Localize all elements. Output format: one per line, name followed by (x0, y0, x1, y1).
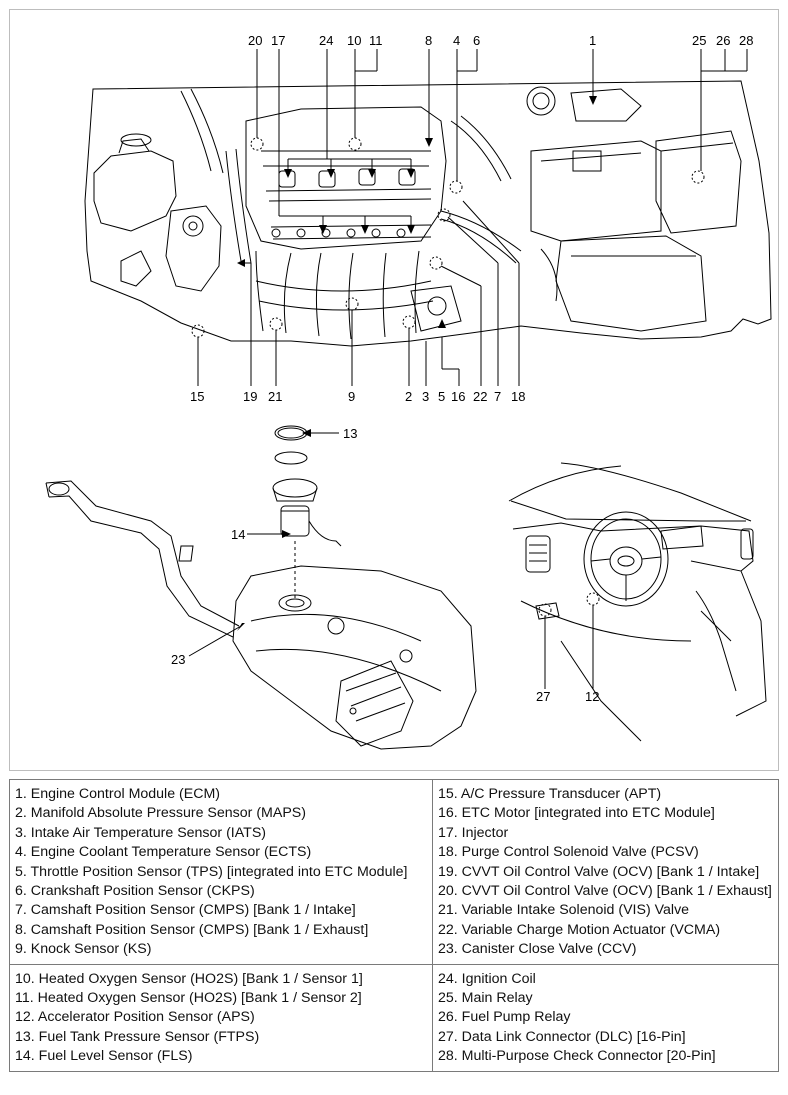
callout-4: 4 (453, 33, 460, 48)
callout-25: 25 (692, 33, 706, 48)
legend-item-25: 25. Main Relay (438, 990, 533, 1007)
callout-24: 24 (319, 33, 333, 48)
legend-item-17: 17. Injector (438, 824, 509, 841)
legend-column-right-lower: 24. Ignition Coil 25. Main Relay 26. Fue… (432, 963, 779, 1072)
legend-item-15: 15. A/C Pressure Transducer (APT) (438, 786, 662, 802)
legend-item-2: 2. Manifold Absolute Pressure Sensor (MA… (15, 805, 306, 822)
legend-column-left-lower: 10. Heated Oxygen Sensor (HO2S) [Bank 1 … (9, 963, 433, 1072)
legend-item-1: 1. Engine Control Module (ECM) (15, 786, 221, 802)
callout-18: 18 (511, 389, 525, 404)
legend-item-10: 10. Heated Oxygen Sensor (HO2S) [Bank 1 … (15, 970, 363, 987)
callout-17: 17 (271, 33, 285, 48)
legend-item-3: 3. Intake Air Temperature Sensor (IATS) (15, 824, 267, 841)
callout-labels: 20 17 24 10 11 8 4 6 1 25 26 28 15 19 21… (171, 33, 753, 704)
callout-15: 15 (190, 389, 204, 404)
legend-item-4: 4. Engine Coolant Temperature Sensor (EC… (15, 844, 312, 861)
component-location-figure: 20 17 24 10 11 8 4 6 1 25 26 28 15 19 21… (9, 9, 779, 771)
callout-14: 14 (231, 527, 245, 542)
callout-16: 16 (451, 389, 465, 404)
callout-19: 19 (243, 389, 257, 404)
callout-2: 2 (405, 389, 412, 404)
callout-23: 23 (171, 652, 185, 667)
legend-item-20: 20. CVVT Oil Control Valve (OCV) [Bank 1… (438, 883, 772, 900)
callout-21: 21 (268, 389, 282, 404)
callout-7: 7 (494, 389, 501, 404)
legend-item-13: 13. Fuel Tank Pressure Sensor (FTPS) (15, 1028, 260, 1045)
legend-item-19: 19. CVVT Oil Control Valve (OCV) [Bank 1… (438, 863, 760, 880)
legend-item-5: 5. Throttle Position Sensor (TPS) [integ… (15, 863, 408, 880)
legend-item-8: 8. Camshaft Position Sensor (CMPS) [Bank… (15, 921, 369, 938)
legend-item-26: 26. Fuel Pump Relay (438, 1009, 571, 1026)
legend-table: 1. Engine Control Module (ECM) 2. Manifo… (9, 779, 779, 1072)
cockpit-illustration (508, 462, 767, 742)
callout-9: 9 (348, 389, 355, 404)
legend-item-14: 14. Fuel Level Sensor (FLS) (15, 1048, 193, 1065)
leader-lines (188, 49, 748, 689)
callout-3: 3 (422, 389, 429, 404)
legend-item-22: 22. Variable Charge Motion Actuator (VCM… (438, 921, 721, 938)
legend-item-6: 6. Crankshaft Position Sensor (CKPS) (15, 883, 255, 900)
legend-column-left: 1. Engine Control Module (ECM) 2. Manifo… (9, 779, 433, 965)
callout-13: 13 (343, 426, 357, 441)
legend-column-right: 15. A/C Pressure Transducer (APT) 16. ET… (432, 779, 779, 965)
callout-8: 8 (425, 33, 432, 48)
engine-bay-illustration (84, 80, 772, 347)
legend-item-12: 12. Accelerator Position Sensor (APS) (15, 1009, 255, 1026)
callout-11: 11 (369, 33, 383, 48)
legend-item-16: 16. ETC Motor [integrated into ETC Modul… (438, 805, 715, 822)
callout-28: 28 (739, 33, 753, 48)
legend-item-18: 18. Purge Control Solenoid Valve (PCSV) (438, 844, 699, 861)
callout-26: 26 (716, 33, 730, 48)
callout-10: 10 (347, 33, 361, 48)
arrowheads (237, 96, 597, 631)
legend-item-23: 23. Canister Close Valve (CCV) (438, 941, 637, 958)
sensor-markers (191, 137, 705, 617)
callout-12: 12 (585, 689, 599, 704)
callout-22: 22 (473, 389, 487, 404)
legend-item-7: 7. Camshaft Position Sensor (CMPS) [Bank… (15, 902, 356, 919)
legend-item-24: 24. Ignition Coil (438, 970, 536, 987)
legend-item-9: 9. Knock Sensor (KS) (15, 941, 152, 958)
fuel-system-illustration (45, 425, 477, 750)
legend-item-27: 27. Data Link Connector (DLC) [16-Pin] (438, 1028, 686, 1045)
callout-20: 20 (248, 33, 262, 48)
callout-1: 1 (589, 33, 596, 48)
callout-5: 5 (438, 389, 445, 404)
legend-item-11: 11. Heated Oxygen Sensor (HO2S) [Bank 1 … (15, 990, 362, 1007)
legend-item-21: 21. Variable Intake Solenoid (VIS) Valve (438, 902, 690, 919)
callout-6: 6 (473, 33, 480, 48)
legend-item-28: 28. Multi-Purpose Check Connector [20-Pi… (438, 1048, 716, 1065)
callout-27: 27 (536, 689, 550, 704)
